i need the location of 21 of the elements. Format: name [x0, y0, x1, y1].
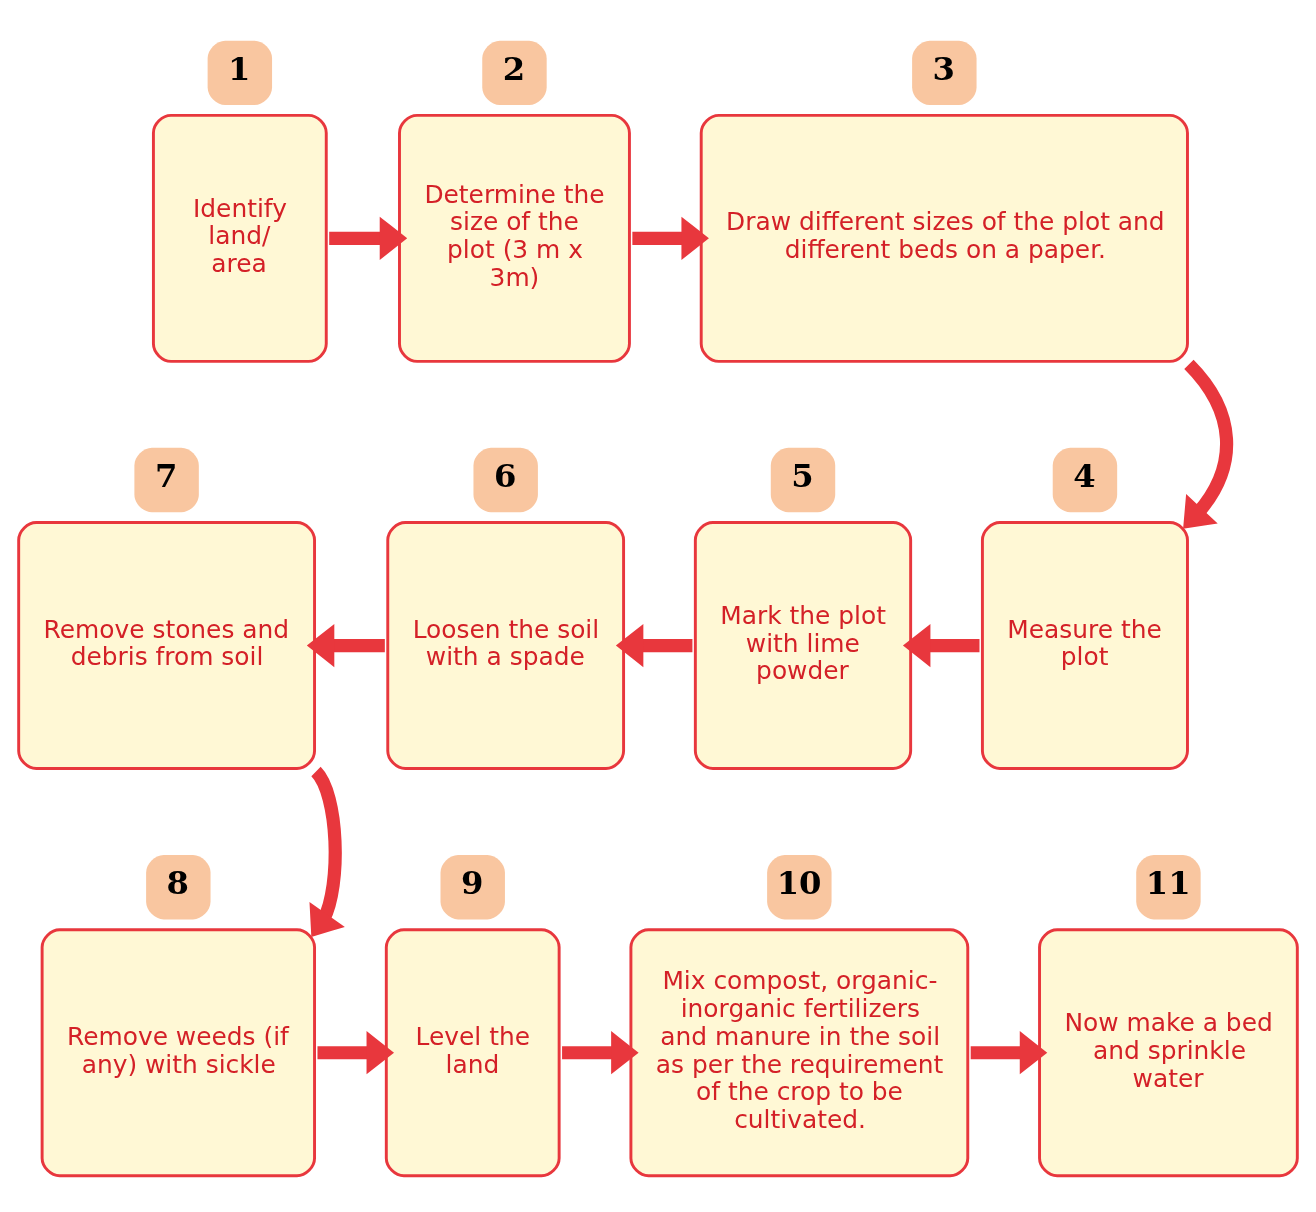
arrow — [1183, 359, 1233, 529]
node-label: 8 — [166, 863, 190, 902]
arrow — [632, 216, 709, 260]
node-label: 9 — [461, 863, 484, 902]
node-label: 6 — [493, 456, 517, 495]
arrow — [306, 623, 385, 668]
node-label: 1 — [228, 49, 251, 88]
arrow — [615, 623, 693, 668]
arrow — [317, 1031, 395, 1075]
node-label: 7 — [154, 456, 178, 495]
arrow — [970, 1031, 1048, 1075]
node-label: 3 — [932, 49, 956, 88]
node-label: 11 — [1145, 863, 1191, 902]
node-label: 4 — [1073, 456, 1096, 495]
node-label: 5 — [791, 456, 814, 495]
arrow — [562, 1031, 639, 1075]
node-label: 10 — [776, 863, 822, 902]
arrow — [329, 216, 408, 260]
node-label: 2 — [502, 49, 526, 88]
arrow — [309, 767, 345, 937]
arrow — [902, 623, 980, 668]
